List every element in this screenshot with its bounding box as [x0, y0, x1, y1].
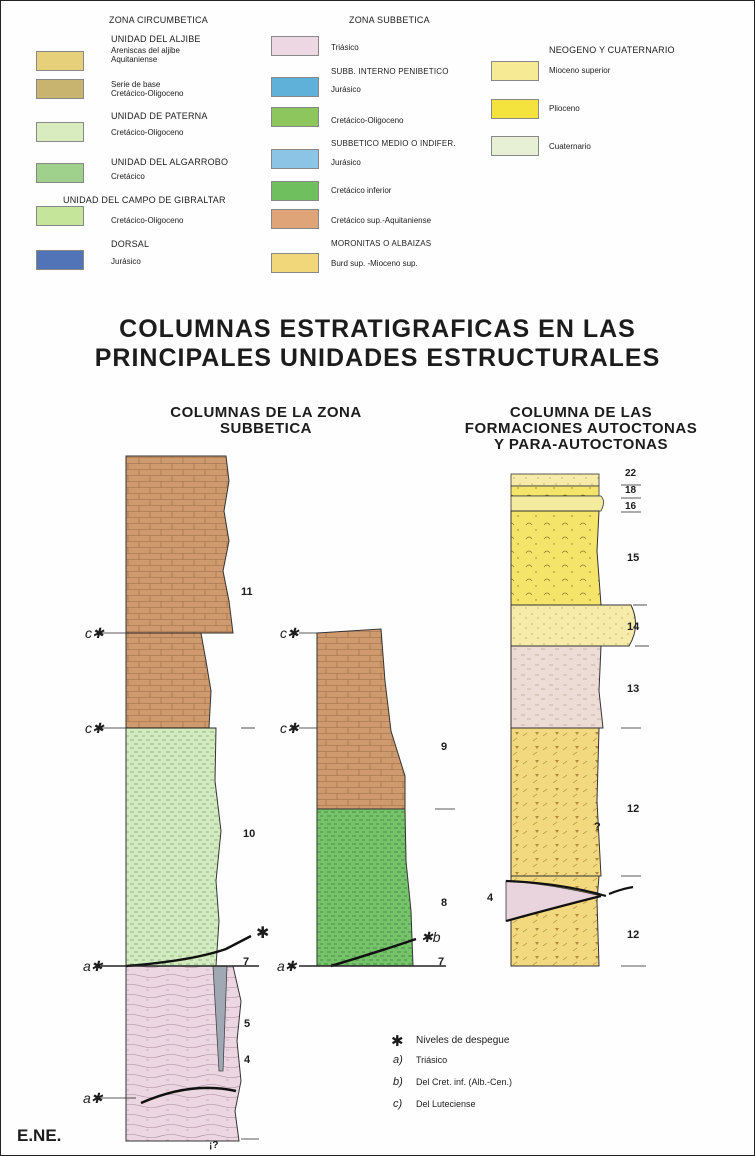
col1-mark-star: ✱: [256, 925, 270, 942]
legend-label-plioceno: Plioceno: [549, 104, 580, 113]
legend-label-medio-jurasico: Jurásico: [331, 158, 361, 167]
legend-swatch-medio-jurasico: [271, 149, 319, 169]
subtitle-subbetica: COLUMNAS DE LA ZONA SUBBETICA: [170, 404, 362, 437]
note-text-b: Del Cret. inf. (Alb.-Cen.): [416, 1077, 513, 1087]
note-key-c: c): [393, 1098, 403, 1110]
legend-label-penibetico-jurasico: Jurásico: [331, 85, 361, 94]
legend-label-sub-cret-olig: Cretácico-Oligoceno: [331, 116, 404, 125]
legend-group-paterna: UNIDAD DE PATERNA: [111, 111, 208, 121]
legend-swatch-penibetico-jurasico: [271, 77, 319, 97]
col3-label-15: 15: [627, 552, 640, 564]
legend-swatch-paterna: [36, 122, 84, 142]
col3-label-16: 16: [625, 501, 637, 512]
col1-mark-c-upper: c✱: [85, 625, 104, 641]
legend-swatch-cuaternario: [491, 136, 539, 156]
note-star: ✱: [391, 1033, 404, 1050]
col3-label-12-upper: 12: [627, 803, 640, 815]
col2-mark-a: a✱: [277, 958, 297, 974]
col3-label-18: 18: [625, 485, 637, 496]
legend-label-mioceno: Mioceno superior: [549, 66, 611, 75]
legend-label-moronitas: Burd sup. -Mioceno sup.: [331, 259, 418, 268]
legend-group-gibraltar: UNIDAD DEL CAMPO DE GIBRALTAR: [63, 195, 226, 205]
legend-swatch-moronitas: [271, 253, 319, 273]
column-2: [299, 628, 455, 968]
col3-label-14: 14: [627, 621, 640, 633]
legend-heading-circumbetica: ZONA CIRCUMBETICA: [109, 15, 208, 25]
col2-label-7: 7: [438, 956, 445, 968]
legend-label-dorsal: Jurásico: [111, 257, 141, 266]
legend-group-dorsal: DORSAL: [111, 239, 150, 249]
column-1: [101, 455, 259, 1142]
col2-label-9: 9: [441, 741, 448, 753]
col2-mark-b: ✱b: [421, 929, 441, 945]
note-text-c: Del Luteciense: [416, 1099, 476, 1109]
col1-mark-a-lower: a✱: [83, 1090, 103, 1106]
legend-group-medio: SUBBETICO MEDIO O INDIFER.: [331, 139, 456, 148]
col1-mark-c-lower: c✱: [85, 720, 104, 736]
col3-label-12-lower: 12: [627, 929, 640, 941]
legend-group-aljibe: UNIDAD DEL ALJIBE: [111, 34, 201, 44]
legend-label-gibraltar: Cretácico-Oligoceno: [111, 216, 184, 225]
note-key-a: a): [393, 1054, 403, 1066]
col2-label-8: 8: [441, 897, 448, 909]
legend-swatch-aljibe-areniscas: [36, 51, 84, 71]
legend-label-aljibe-areniscas: Areniscas del aljibe Aquitaniense: [111, 46, 180, 64]
footer-label: E.NE.: [17, 1126, 62, 1145]
legend-label-cuaternario: Cuaternario: [549, 142, 591, 151]
col1-label-5: 5: [244, 1018, 251, 1030]
legend-heading-neogeno: NEOGENO Y CUATERNARIO: [549, 45, 675, 55]
col3-label-4: 4: [487, 892, 494, 904]
note-title: Niveles de despegue: [416, 1035, 510, 1046]
col1-mark-a-upper: a✱: [83, 958, 103, 974]
note-text-a: Triásico: [416, 1055, 448, 1065]
page-title: COLUMNAS ESTRATIGRAFICAS EN LAS PRINCIPA…: [94, 315, 661, 372]
legend-swatch-sub-cret-olig: [271, 107, 319, 127]
col1-label-11: 11: [241, 586, 253, 598]
legend-swatch-plioceno: [491, 99, 539, 119]
legend-heading-subbetica: ZONA SUBBETICA: [349, 15, 430, 25]
col2-mark-c-lower: c✱: [280, 720, 299, 736]
legend-label-cret-inferior: Cretácico inferior: [331, 186, 392, 195]
legend-label-sub-triasico: Triásico: [331, 43, 359, 52]
legend-swatch-sub-triasico: [271, 36, 319, 56]
subtitle-autoctonas: COLUMNA DE LAS FORMACIONES AUTOCTONAS Y …: [464, 404, 698, 453]
legend-label-algarrobo: Cretácico: [111, 172, 145, 181]
legend-swatch-cret-sup-aquit: [271, 209, 319, 229]
col1-label-question: ¡?: [209, 1140, 219, 1151]
legend-swatch-mioceno: [491, 61, 539, 81]
legend-swatch-gibraltar: [36, 206, 84, 226]
legend-group-algarrobo: UNIDAD DEL ALGARROBO: [111, 157, 229, 167]
col1-label-7: 7: [243, 956, 250, 968]
legend-swatch-aljibe-base: [36, 79, 84, 99]
legend-label-paterna: Cretácico-Oligoceno: [111, 128, 184, 137]
legend-group-penibetico: SUBB. INTERNO PENIBETICO: [331, 67, 449, 76]
column-3: [505, 473, 649, 967]
col3-label-question: ?: [594, 821, 601, 833]
col3-label-22: 22: [625, 468, 637, 479]
legend-label-aljibe-base: Serie de base Cretácico-Oligoceno: [111, 80, 184, 98]
col1-label-10: 10: [243, 828, 256, 840]
note-key-b: b): [393, 1076, 403, 1088]
legend-label-cret-sup-aquit: Cretácico sup.-Aquitaniense: [331, 216, 432, 225]
legend-swatch-cret-inferior: [271, 181, 319, 201]
legend-group-moronitas: MORONITAS O ALBAIZAS: [331, 239, 432, 248]
col3-label-13: 13: [627, 683, 640, 695]
legend-swatch-dorsal: [36, 250, 84, 270]
col1-label-4: 4: [244, 1054, 251, 1066]
legend-swatch-algarrobo: [36, 163, 84, 183]
col2-mark-c-upper: c✱: [280, 625, 299, 641]
